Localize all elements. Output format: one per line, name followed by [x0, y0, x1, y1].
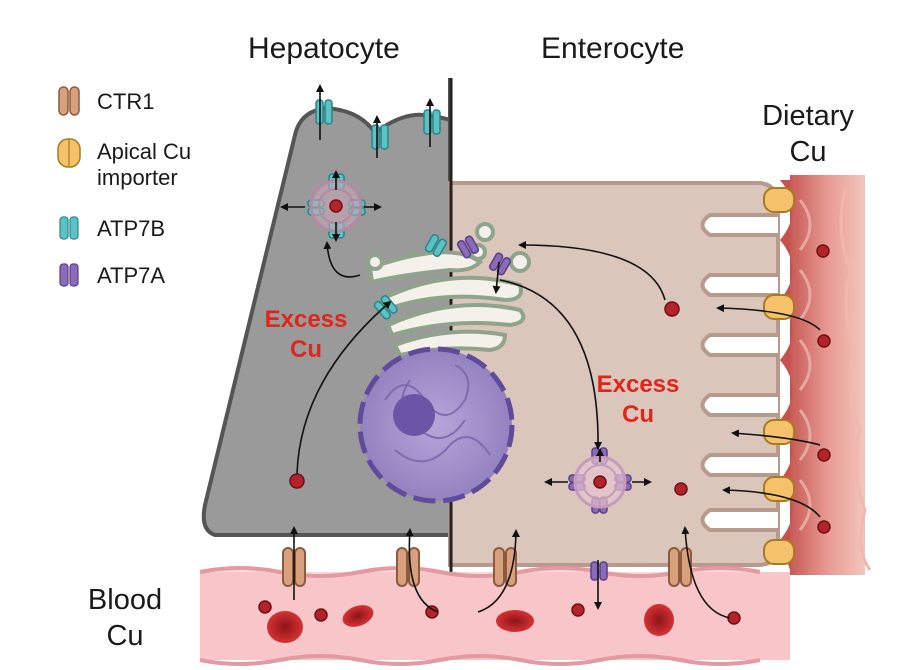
- red-blood-cell: [342, 605, 374, 627]
- golgi-apparatus: [366, 222, 531, 358]
- blood-cu-line1: Blood: [87, 584, 163, 616]
- enterocyte-title: Enterocyte: [541, 32, 685, 65]
- hepatocyte-title: Hepatocyte: [248, 32, 400, 65]
- excess-cu-hepatocyte-line1: Excess: [264, 306, 348, 333]
- excess-cu-enterocyte-label: Excess Cu: [588, 370, 688, 430]
- red-blood-cell: [496, 610, 534, 632]
- legend-label-atp7b: ATP7B: [97, 216, 166, 241]
- excess-cu-enterocyte-line2: Cu: [622, 401, 654, 428]
- blood-cu-line2: Cu: [106, 620, 144, 652]
- legend-label-ctr1: CTR1: [97, 89, 155, 114]
- atp7a-icon: [59, 263, 79, 287]
- dietary-cu-label: Dietary Cu: [748, 98, 868, 170]
- microvilli: [700, 213, 778, 532]
- blood-cu-label: Blood Cu: [70, 582, 180, 654]
- red-blood-cell: [644, 604, 674, 636]
- dietary-cu-line2: Cu: [789, 136, 827, 168]
- nucleolus: [393, 394, 435, 436]
- intestinal-wall: [780, 175, 872, 575]
- dietary-cu-line1: Dietary: [762, 100, 854, 132]
- apical-cu-importers: [763, 187, 795, 565]
- excess-cu-hepatocyte-line2: Cu: [290, 336, 322, 363]
- excess-cu-enterocyte-line1: Excess: [596, 371, 680, 398]
- legend-label-apical-cu-importer: Apical Cu importer: [97, 139, 192, 190]
- atp7b-icon: [59, 216, 79, 240]
- copper-ions: [258, 199, 831, 625]
- red-blood-cell: [267, 611, 303, 643]
- apical-cu-importer-icon: [57, 138, 81, 168]
- ctr1-icon: [58, 86, 80, 116]
- legend-label-atp7a: ATP7A: [97, 263, 166, 288]
- blood-vessel: [199, 566, 790, 666]
- excess-cu-hepatocyte-label: Excess Cu: [256, 305, 356, 365]
- nucleus: [357, 346, 515, 504]
- transport-arrows: [280, 84, 821, 619]
